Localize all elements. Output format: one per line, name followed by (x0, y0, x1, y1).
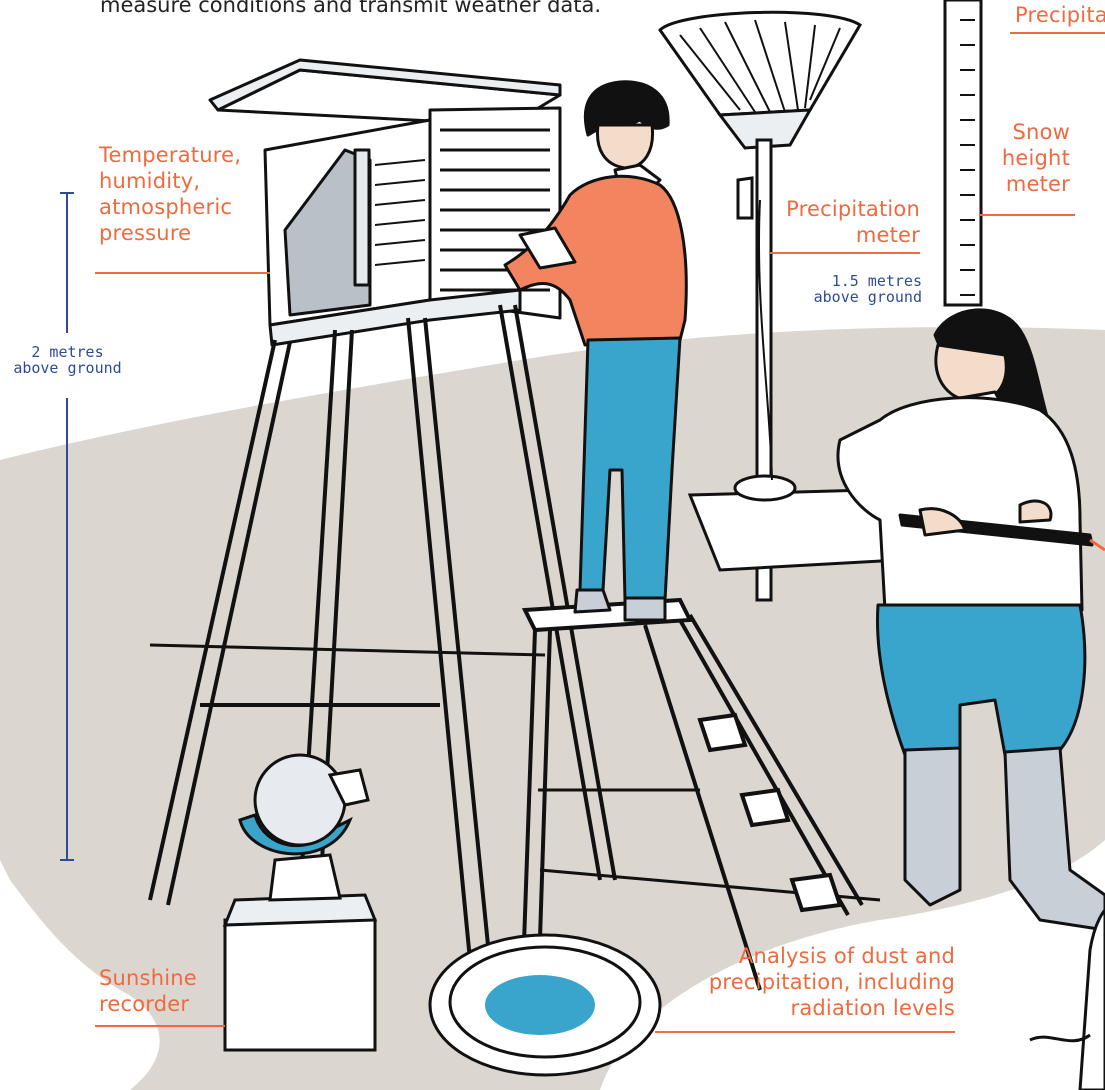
label-snow-underline (980, 214, 1075, 216)
label-sunshine-underline (95, 1025, 225, 1027)
label-dust-underline (655, 1031, 955, 1033)
label-dust-analysis: Analysis of dust and precipitation, incl… (590, 943, 955, 1021)
precipitation-gauge (660, 12, 900, 600)
label-precipitation-partial-underline (1010, 32, 1105, 34)
label-snow-height-meter: Snow height meter (990, 119, 1070, 197)
caption-text: measure conditions and transmit weather … (100, 0, 601, 17)
label-temperature-underline (95, 272, 270, 274)
label-precipitation-meter: Precipitation meter (760, 196, 920, 248)
height-label-2m: 2 metres above ground (0, 344, 135, 376)
snow-height-pole (945, 0, 981, 305)
stevenson-screen (210, 60, 560, 345)
label-temperature: Temperature, humidity, atmospheric press… (99, 142, 241, 246)
label-sunshine-recorder: Sunshine recorder (99, 965, 197, 1017)
label-precipitation-partial: Precipita (1015, 2, 1105, 28)
label-precipitation-meter-underline (770, 252, 920, 254)
height-label-1-5m: 1.5 metres above ground (795, 273, 922, 305)
